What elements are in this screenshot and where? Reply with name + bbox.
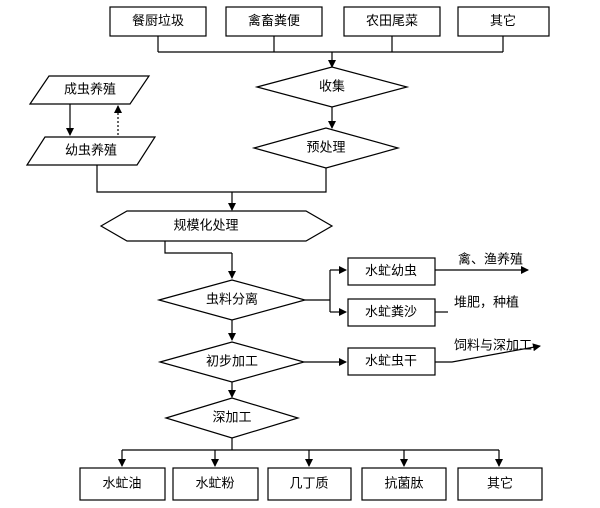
use-label-poultry-fishery: 禽、渔养殖 — [458, 252, 523, 268]
source-label-kitchen-waste: 餐厨垃圾 — [132, 13, 184, 29]
final-label-oil: 水虻油 — [102, 477, 141, 492]
adult-breeding-label: 成虫养殖 — [64, 82, 116, 98]
final-label-chitin: 几丁质 — [289, 477, 328, 492]
larva-breeding-label: 幼虫养殖 — [65, 143, 117, 159]
merge-connector — [96, 165, 327, 193]
initial-processing-label: 初步加工 — [206, 355, 258, 370]
adult-breeding-node: 成虫养殖 — [28, 75, 151, 105]
initial-processing-node: 初步加工 — [157, 341, 307, 383]
deep-processing-label: 深加工 — [212, 411, 251, 426]
product-box-larva: 水虻幼虫 — [347, 257, 436, 286]
product-box-dried-larva: 水虻虫干 — [347, 347, 436, 376]
scale-processing-node: 规模化处理 — [99, 210, 334, 242]
final-box-other: 其它 — [457, 467, 543, 501]
final-box-peptide: 抗菌肽 — [361, 467, 447, 501]
product-label-dried-larva: 水虻虫干 — [365, 354, 417, 369]
separation-label: 虫料分离 — [206, 292, 258, 308]
connector-scale-down — [164, 241, 232, 254]
source-label-farm-residue: 农田尾菜 — [366, 14, 418, 29]
final-label-powder: 水虻粉 — [195, 477, 234, 492]
final-box-chitin: 几丁质 — [267, 467, 352, 501]
use-label-feed-deep-processing: 饲料与深加工 — [454, 339, 532, 354]
product-box-frass: 水虻粪沙 — [347, 298, 436, 327]
product-label-frass: 水虻粪沙 — [365, 305, 417, 320]
scale-processing-label: 规模化处理 — [173, 219, 238, 234]
use-label-compost-planting: 堆肥，种植 — [454, 296, 519, 311]
preprocess-label: 预处理 — [306, 141, 345, 156]
source-box-kitchen-waste: 餐厨垃圾 — [109, 6, 207, 37]
deep-processing-node: 深加工 — [163, 397, 301, 439]
arrow-to-use-feed — [435, 343, 541, 363]
product-label-larva: 水虻幼虫 — [365, 264, 417, 279]
source-box-livestock-manure: 禽畜粪便 — [225, 6, 323, 37]
separation-branch — [305, 270, 331, 312]
final-box-powder: 水虻粉 — [172, 467, 259, 501]
source-label-other: 其它 — [490, 13, 516, 29]
source-connector — [157, 36, 504, 53]
preprocess-node: 预处理 — [251, 127, 401, 169]
source-label-livestock-manure: 禽畜粪便 — [248, 13, 300, 29]
collect-node: 收集 — [254, 66, 410, 108]
final-distribution-bar — [122, 438, 499, 451]
final-label-peptide: 抗菌肽 — [384, 477, 423, 492]
separation-node: 虫料分离 — [156, 279, 308, 321]
larva-breeding-node: 幼虫养殖 — [25, 136, 157, 166]
final-box-oil: 水虻油 — [79, 467, 166, 501]
source-box-other: 其它 — [457, 6, 550, 37]
source-box-farm-residue: 农田尾菜 — [343, 6, 441, 37]
final-label-other: 其它 — [487, 476, 513, 492]
collect-label: 收集 — [319, 79, 345, 95]
